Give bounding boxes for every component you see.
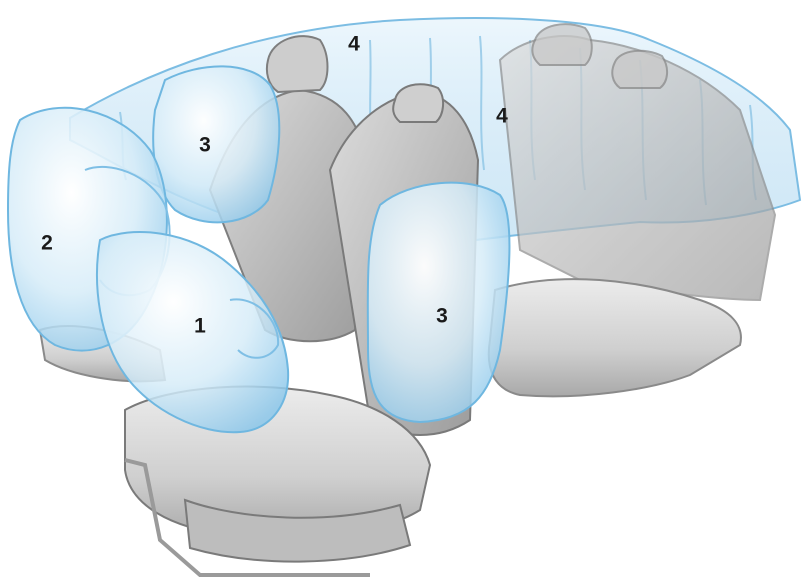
- callout-side-airbag-front: 3: [199, 135, 211, 156]
- side-airbag-front: [153, 66, 279, 222]
- passenger-headrest: [267, 36, 328, 92]
- rear-headrest-right: [612, 51, 667, 88]
- rear-headrest-left: [532, 24, 591, 65]
- callout-curtain-airbag-roof: 4: [348, 34, 360, 55]
- callout-side-airbag-rear: 3: [436, 306, 448, 327]
- callout-curtain-airbag-side: 4: [496, 106, 508, 127]
- callout-front-airbag-driver: 2: [41, 233, 53, 254]
- driver-headrest: [393, 84, 443, 122]
- side-airbag-rear: [368, 183, 510, 422]
- callout-front-airbag-passenger: 1: [194, 316, 206, 337]
